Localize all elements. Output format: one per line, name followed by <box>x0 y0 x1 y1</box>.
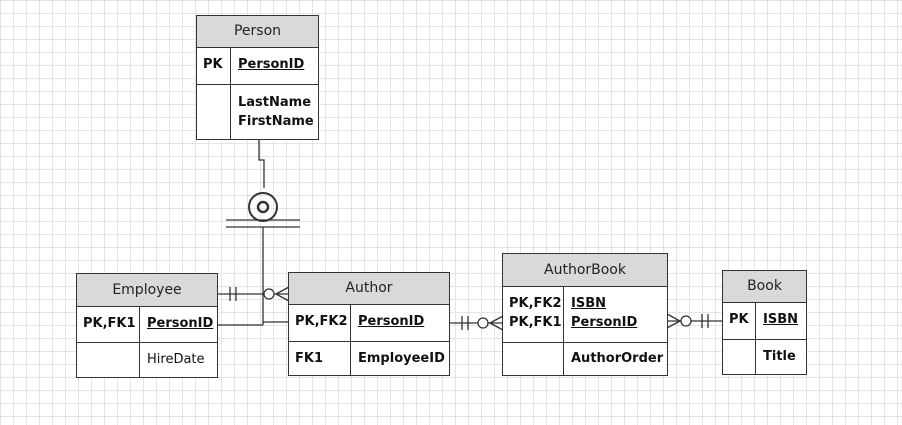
pk-row: PK,FK2 PK,FK1 ISBN PersonID <box>503 287 667 342</box>
attribute-firstname: FirstName <box>238 114 314 129</box>
key-label: PK <box>723 303 756 339</box>
key-labels: PK,FK2 PK,FK1 <box>503 287 564 342</box>
pk-row: PK ISBN <box>723 303 806 339</box>
key-cell <box>723 340 756 374</box>
attribute-isbn: ISBN <box>571 296 606 311</box>
authorbook-zero-circle-right <box>680 315 692 327</box>
attr-row: HireDate <box>77 342 217 377</box>
pk-row: PK PersonID <box>197 48 318 84</box>
entity-title: Employee <box>77 274 217 307</box>
entity-author[interactable]: Author PK,FK2 PersonID FK1 EmployeeID <box>288 272 450 376</box>
authorbook-crowfoot-right-top <box>666 313 681 322</box>
category-inner-circle <box>256 200 270 214</box>
attribute-isbn: ISBN <box>763 312 798 327</box>
category-outer-circle <box>248 192 278 222</box>
attribute-authororder: AuthorOrder <box>571 351 664 366</box>
authorbook-crowfoot-left-top <box>489 315 504 324</box>
pk-row: PK,FK1 PersonID <box>77 307 217 342</box>
key-cell <box>503 343 564 375</box>
attr-row: AuthorOrder <box>503 342 667 375</box>
author-crowfoot-top <box>275 286 290 295</box>
key-label: FK1 <box>289 342 351 375</box>
key-cell <box>197 85 231 139</box>
entity-person[interactable]: Person PK PersonID LastName FirstName <box>196 15 319 140</box>
authorbook-crowfoot-left-bottom <box>489 322 504 331</box>
attribute-personid: PersonID <box>147 316 214 331</box>
attribute-hiredate: HireDate <box>147 352 205 367</box>
pk-row: PK,FK2 PersonID <box>289 305 449 341</box>
authorbook-zero-circle-left <box>477 317 489 329</box>
attribute-personid: PersonID <box>238 57 305 72</box>
key-label: PK,FK2 <box>509 296 562 311</box>
attribute-personid: PersonID <box>571 315 638 330</box>
entity-title: Book <box>723 271 806 303</box>
entity-book[interactable]: Book PK ISBN Title <box>722 270 807 375</box>
attribute-list: ISBN PersonID <box>564 287 667 342</box>
entity-employee[interactable]: Employee PK,FK1 PersonID HireDate <box>76 273 218 378</box>
entity-title: Author <box>289 273 449 305</box>
attribute-title: Title <box>763 349 796 364</box>
attr-row: LastName FirstName <box>197 84 318 139</box>
entity-title: Person <box>197 16 318 48</box>
attribute-list: LastName FirstName <box>231 85 318 139</box>
key-label: PK,FK1 <box>77 307 140 342</box>
key-label: PK,FK1 <box>509 315 562 330</box>
fk-row: FK1 EmployeeID <box>289 341 449 375</box>
entity-title: AuthorBook <box>503 254 667 287</box>
author-zero-circle <box>263 288 275 300</box>
person-to-category-line <box>258 139 265 188</box>
entity-authorbook[interactable]: AuthorBook PK,FK2 PK,FK1 ISBN PersonID A… <box>502 253 668 376</box>
key-label: PK <box>197 48 231 84</box>
attr-row: Title <box>723 339 806 374</box>
attribute-employeeid: EmployeeID <box>358 351 445 366</box>
author-crowfoot-bottom <box>275 293 290 302</box>
attribute-lastname: LastName <box>238 95 312 110</box>
attribute-personid: PersonID <box>358 314 425 329</box>
key-label: PK,FK2 <box>289 305 351 341</box>
key-cell <box>77 343 140 377</box>
authorbook-crowfoot-right-bottom <box>666 320 681 329</box>
